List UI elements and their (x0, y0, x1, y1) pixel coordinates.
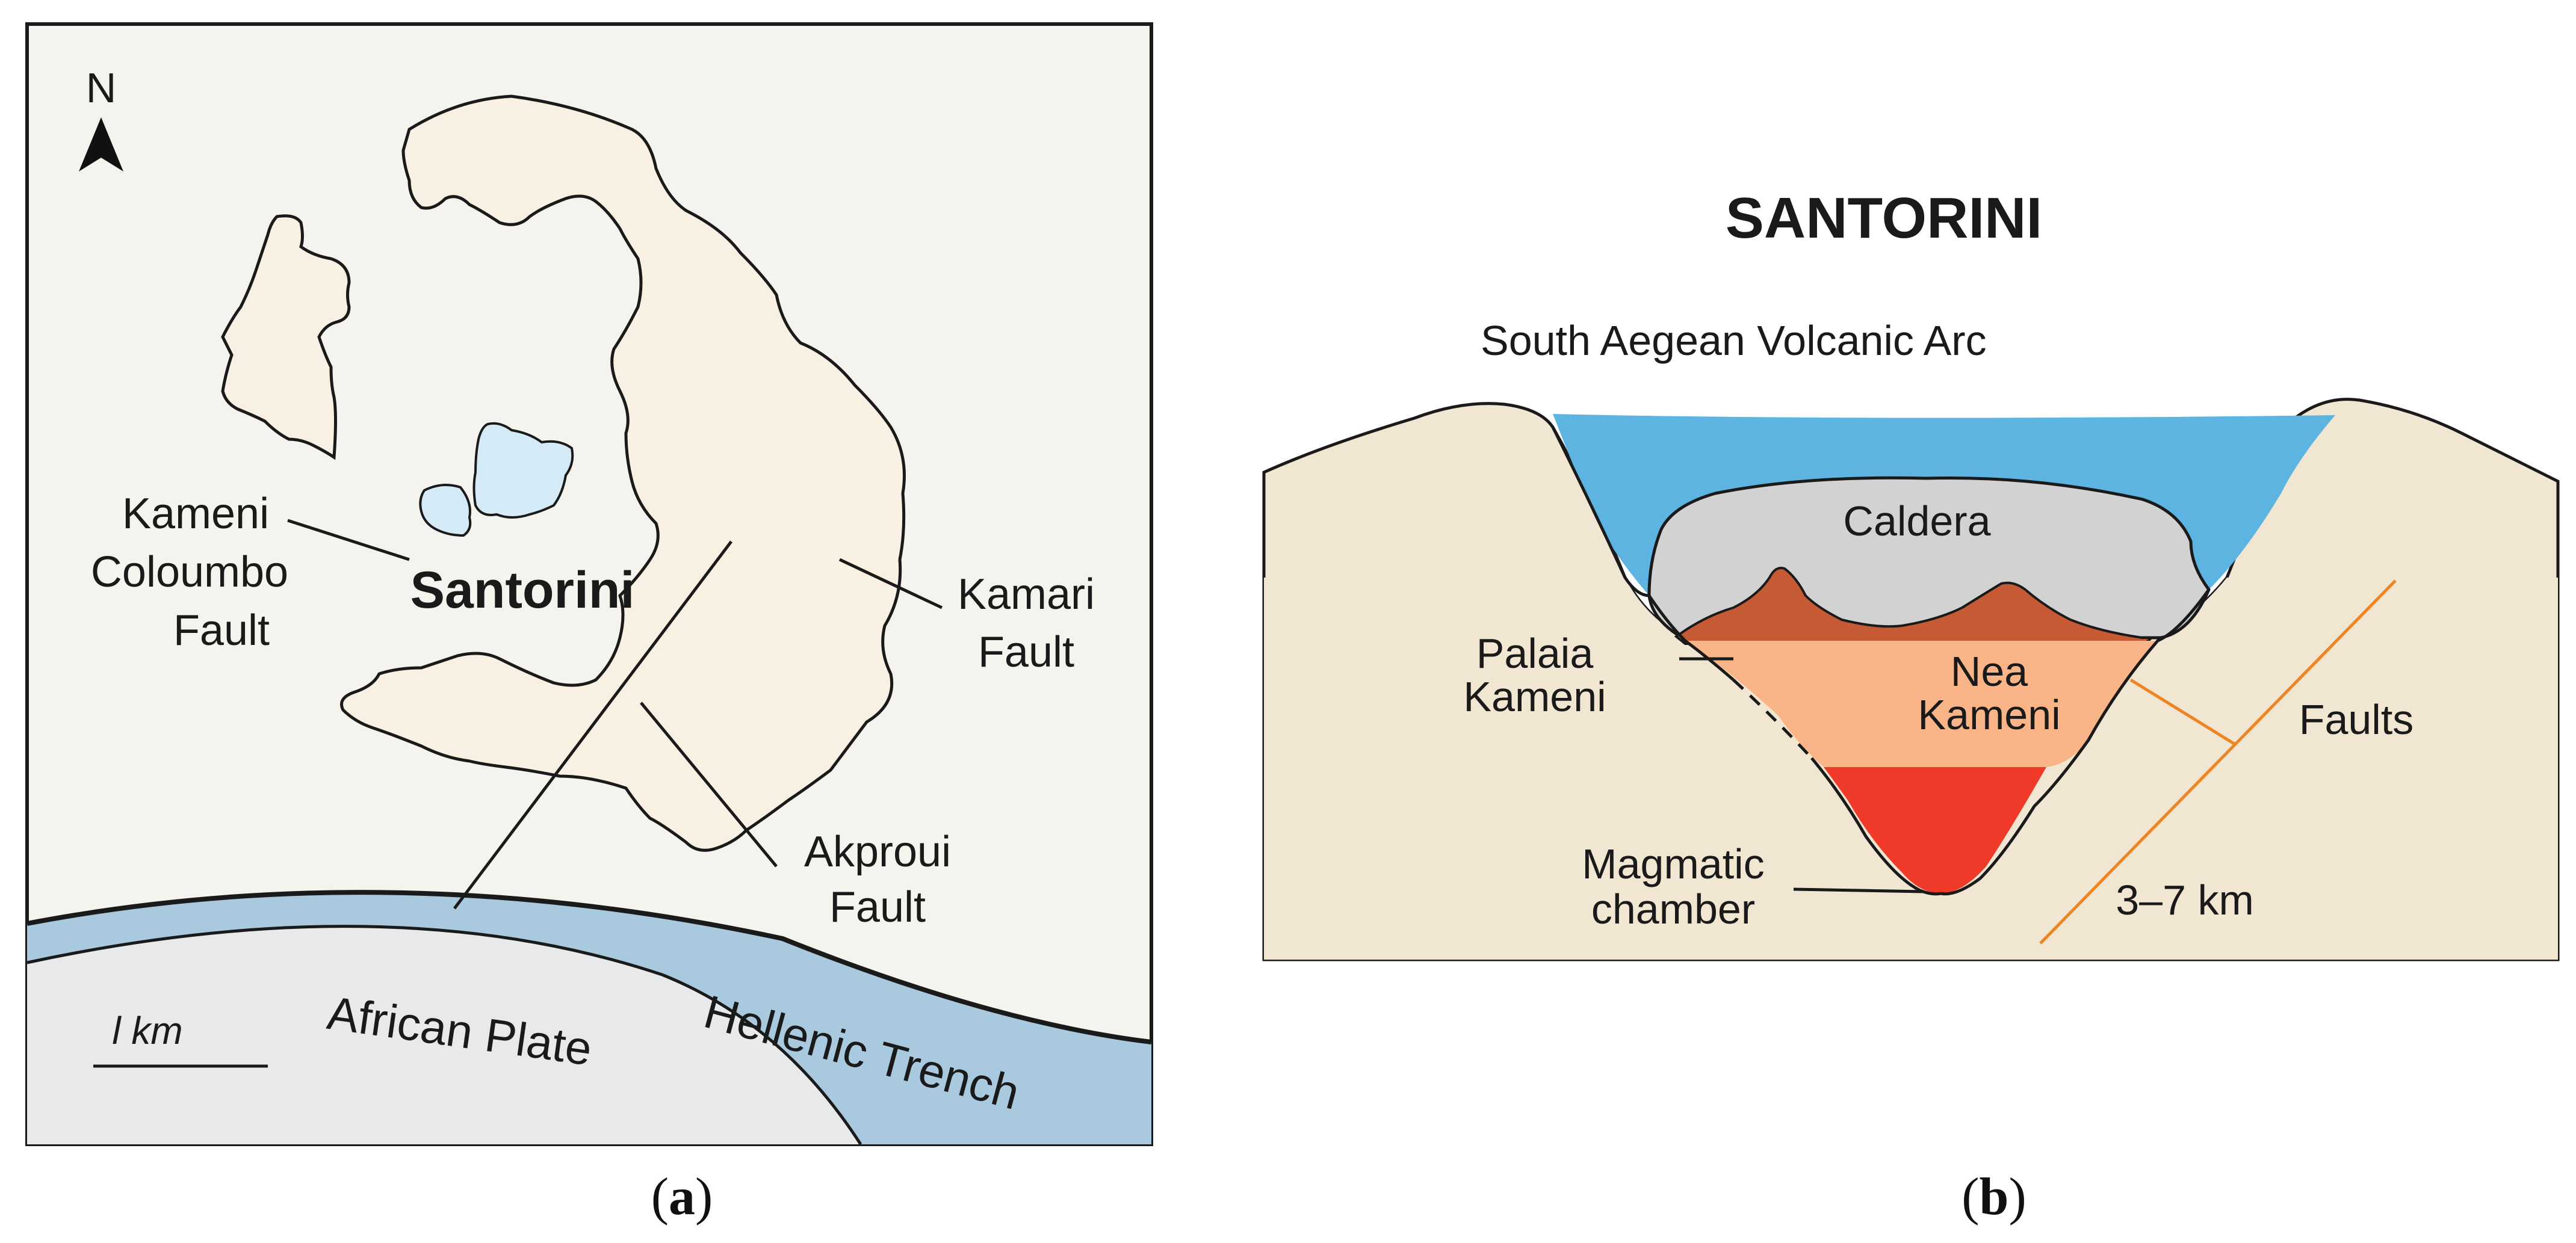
main-fault-line (453, 540, 732, 910)
magmatic-chamber-leader (1793, 887, 1924, 893)
cone-outline-left-dashed (1732, 679, 1813, 759)
cone-outline-left-solid (1647, 594, 1735, 681)
caldera-label: Caldera (1843, 498, 1990, 544)
cone-outline-left-lower (1810, 757, 1942, 896)
akproui-fault-line (640, 702, 778, 868)
hellenic-trench-band (27, 892, 1151, 1144)
thera-island (340, 94, 906, 852)
island-label: Santorini (410, 561, 635, 619)
kamari-fault-label-line2: Fault (978, 628, 1074, 676)
magmatic-chamber (1824, 767, 2046, 893)
sea-left-edge (1551, 426, 1650, 597)
panel-b-subtitle: South Aegean Volcanic Arc (1481, 317, 1987, 364)
akproui-fault-label-line2: Fault (829, 883, 926, 931)
african-plate-area (27, 926, 861, 1144)
nea-kameni-label-line1: Nea (1951, 648, 2028, 695)
palaia-kameni-islet (419, 484, 472, 537)
scale-label: l km (112, 1009, 182, 1052)
north-arrow-icon (79, 117, 123, 171)
nea-kameni-islet (472, 422, 574, 519)
palaia-kameni-label-line1: Palaia (1476, 630, 1594, 677)
panel-b-cross-section: SANTORINI South Aegean Volcanic Arc Cald… (1262, 186, 2560, 961)
trench-lower-line (26, 925, 862, 1146)
akproui-fault-label-line1: Akproui (804, 828, 951, 876)
caption-b: (b) (1961, 1168, 2026, 1226)
caption-a: (a) (651, 1168, 713, 1226)
panel-b-title: SANTORINI (1726, 186, 2042, 250)
north-label: N (86, 64, 117, 111)
kameni-fault-label-line2: Coloumbo (91, 548, 288, 596)
kameni-fault-label-line1: Kameni (122, 490, 269, 538)
cone-outline-right (1940, 588, 2211, 896)
kamari-fault-line (838, 558, 943, 609)
magma-upper-body (1685, 641, 2158, 767)
panel-a-map: N Kameni Coloumbo Fault Santorini Kamari… (25, 22, 1153, 1146)
lava-dome-layer (1674, 567, 2155, 646)
caldera-sea (1553, 414, 2335, 596)
kameni-fault-leader (287, 519, 410, 561)
trench-upper-line (26, 890, 1152, 1044)
kameni-fault-label-line3: Fault (173, 606, 270, 655)
thirasia-island (221, 214, 351, 460)
magmatic-chamber-label-line2: chamber (1591, 886, 1755, 933)
fault-line-major (2039, 579, 2397, 945)
fault-line-minor (2129, 678, 2237, 747)
kamari-fault-label-line1: Kamari (958, 570, 1095, 618)
palaia-kameni-label-line2: Kameni (1463, 673, 1606, 720)
nea-kameni-label-line2: Kameni (1918, 691, 2060, 738)
faults-label: Faults (2299, 696, 2414, 743)
magmatic-chamber-label-line1: Magmatic (1582, 840, 1764, 887)
depth-label: 3–7 km (2116, 877, 2254, 924)
